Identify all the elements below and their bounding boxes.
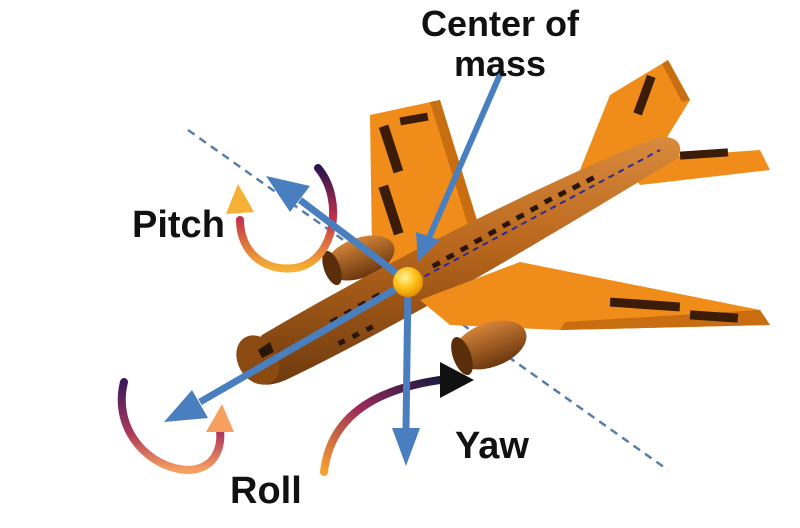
- roll-label: Roll: [230, 470, 302, 512]
- center-of-mass-pointer-arrowhead: [416, 232, 440, 262]
- cockpit-window: [258, 342, 274, 358]
- roll-axis-arrowhead: [164, 390, 208, 422]
- center-of-mass-point: [393, 267, 423, 297]
- roll-rotation-arrow: [117, 378, 234, 475]
- center-of-mass-label-line2: mass: [453, 43, 547, 84]
- yaw-rotation-arrow: [320, 362, 474, 476]
- yaw-label: Yaw: [455, 425, 529, 467]
- lower-wing: [420, 262, 770, 330]
- pitch-axis-arrowhead: [266, 176, 310, 212]
- center-of-mass-label-line1: Center of: [420, 3, 579, 44]
- upper-wing: [370, 100, 480, 270]
- fuselage: [236, 137, 681, 385]
- pitch-label: Pitch: [132, 204, 225, 246]
- center-of-mass-label: Center of mass: [390, 4, 610, 84]
- upper-engine: [322, 235, 395, 286]
- axis-arrows: [164, 68, 505, 466]
- yaw-axis-arrowhead: [392, 428, 420, 466]
- pitch-rotation-arrow: [226, 164, 338, 273]
- lower-engine: [451, 320, 527, 376]
